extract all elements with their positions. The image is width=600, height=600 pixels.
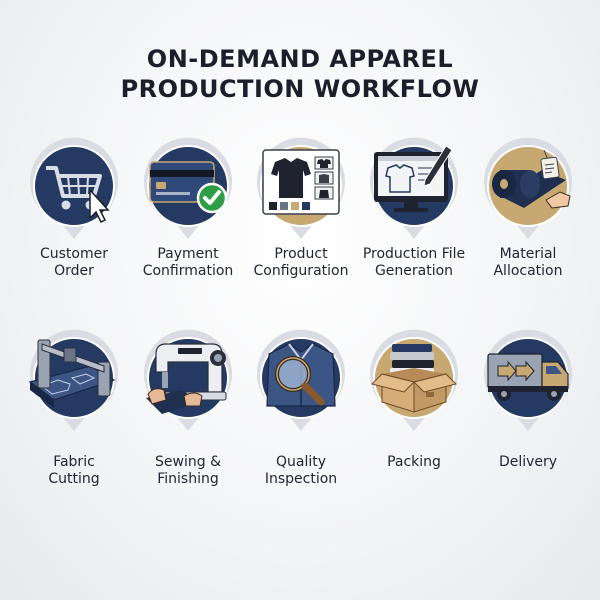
step-label: Sewing & Finishing bbox=[155, 454, 221, 487]
shopping-cart-icon bbox=[28, 137, 120, 240]
step-label: Payment Confirmation bbox=[142, 246, 234, 279]
cutting-machine-icon bbox=[28, 329, 120, 432]
step-label: Material Allocation bbox=[493, 246, 563, 279]
step-label: Delivery bbox=[498, 454, 558, 470]
step-label: Product Configuration bbox=[253, 246, 349, 279]
credit-card-check-icon bbox=[142, 137, 234, 240]
packing-box-icon bbox=[368, 329, 460, 432]
title-line-1: ON-DEMAND APPAREL bbox=[146, 45, 454, 73]
page-title: ON-DEMAND APPAREL PRODUCTION WORKFLOW bbox=[0, 44, 600, 104]
step-label: Packing bbox=[387, 454, 441, 470]
step-label: Production File Generation bbox=[362, 246, 466, 279]
product-configurator-icon bbox=[255, 137, 347, 240]
magnifier-shirt-icon bbox=[255, 329, 347, 432]
fabric-roll-tag-icon bbox=[482, 137, 574, 240]
monitor-design-icon bbox=[368, 137, 460, 240]
step-label: Customer Order bbox=[39, 246, 108, 279]
delivery-truck-icon bbox=[482, 329, 574, 432]
step-label: Quality Inspection bbox=[264, 454, 338, 487]
sewing-machine-icon bbox=[142, 329, 234, 432]
step-label: Fabric Cutting bbox=[48, 454, 100, 487]
title-line-2: PRODUCTION WORKFLOW bbox=[120, 75, 480, 103]
